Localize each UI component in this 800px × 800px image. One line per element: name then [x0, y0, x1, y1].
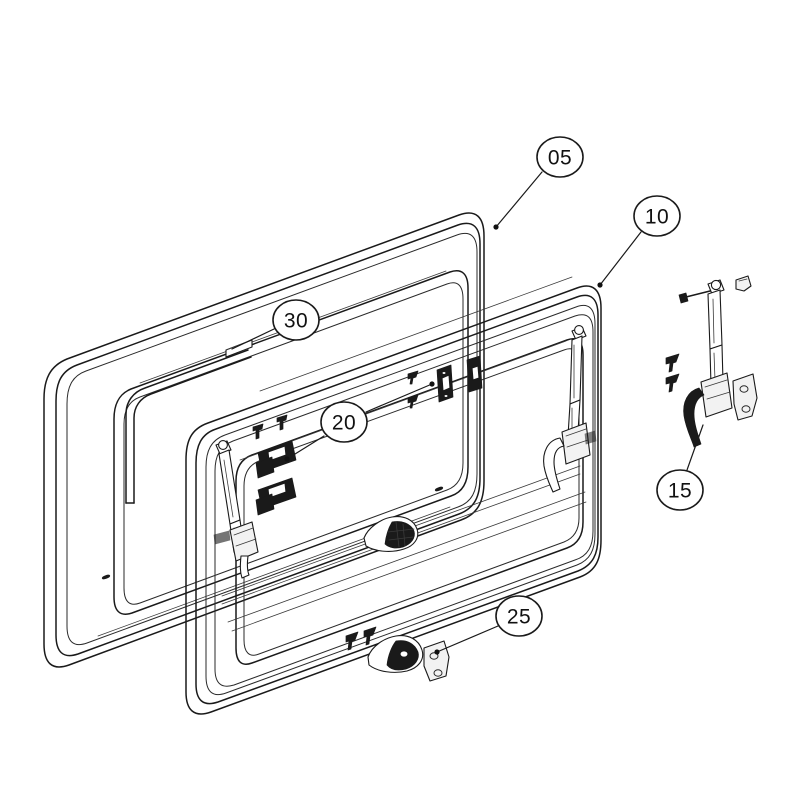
screw-sash-b	[276, 414, 288, 431]
callout-bubble-25[interactable]: 25	[495, 595, 543, 637]
callout-label-20: 20	[332, 412, 356, 435]
leader-15	[686, 424, 704, 471]
striker-catch-plate-lower-left[interactable]	[255, 440, 297, 479]
long-fixing-screw	[678, 289, 715, 304]
callout-label-25: 25	[507, 606, 531, 629]
outer-frame-05[interactable]	[43, 212, 485, 668]
center-handle[interactable]	[363, 516, 419, 552]
leader-20-b	[284, 435, 325, 462]
kit-screw-a	[665, 353, 680, 373]
callout-label-15: 15	[668, 480, 692, 503]
callout-label-30: 30	[284, 310, 308, 333]
gas-strut-right[interactable]	[567, 325, 587, 437]
callout-bubble-15[interactable]: 15	[656, 469, 704, 511]
striker-catch-plate-lower-left-2[interactable]	[255, 477, 297, 516]
handle-lever-kit-25[interactable]	[345, 626, 450, 682]
kit25-handle-lever[interactable]	[367, 635, 424, 673]
kit-gas-strut[interactable]	[707, 279, 725, 387]
end-cap	[735, 275, 752, 292]
callout-bubble-20[interactable]: 20	[320, 401, 368, 443]
callout-bubble-30[interactable]: 30	[272, 299, 320, 341]
leader-20-a	[365, 381, 435, 413]
leader-25	[434, 625, 499, 655]
striker-catch-plate-far-right[interactable]	[466, 355, 483, 393]
screw-sash-a	[252, 423, 264, 440]
kit-screw-b	[665, 373, 680, 393]
latch-lever-right[interactable]	[543, 422, 597, 493]
kit25-screw-b	[363, 626, 377, 646]
screw-sash-d	[407, 394, 419, 409]
mounting-bracket-plate[interactable]	[732, 373, 758, 421]
callout-label-10: 10	[645, 206, 669, 229]
callout-bubble-05[interactable]: 05	[536, 136, 584, 178]
callout-bubble-10[interactable]: 10	[633, 195, 681, 237]
leader-10	[597, 231, 642, 288]
screw-sash-c	[407, 370, 419, 385]
leader-05	[493, 171, 543, 230]
callout-label-05: 05	[548, 147, 572, 170]
striker-catch-plate-upper-right[interactable]	[436, 364, 454, 403]
latch-lever-left[interactable]	[213, 521, 259, 579]
leader-30	[231, 328, 275, 350]
kit25-mounting-plate[interactable]	[423, 640, 450, 682]
gas-strut-latch-kit-15[interactable]	[665, 275, 758, 448]
kit25-screw-a	[345, 631, 359, 651]
leader-lines	[231, 171, 704, 655]
kit-latch-lever[interactable]	[683, 372, 733, 448]
